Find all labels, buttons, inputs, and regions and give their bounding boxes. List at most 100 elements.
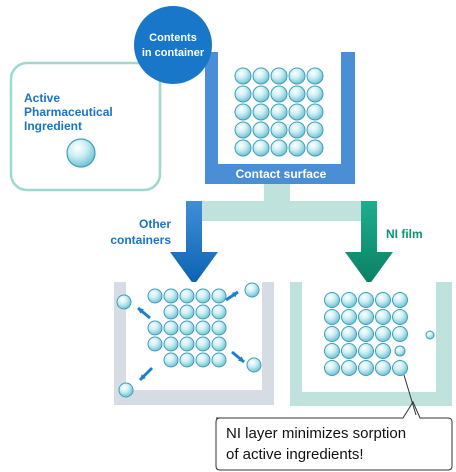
molecule <box>147 336 163 352</box>
callout-text-line1: NI layer minimizes sorption <box>226 425 406 442</box>
contents-label-line2: in container <box>142 47 205 59</box>
migration-arrowhead <box>238 356 244 362</box>
callout-box <box>215 400 453 471</box>
molecule <box>324 292 340 308</box>
molecule <box>324 360 340 376</box>
molecule <box>234 121 252 139</box>
molecule <box>341 343 357 359</box>
molecule <box>252 67 270 85</box>
molecule <box>288 139 306 157</box>
migration-arrows <box>137 290 245 382</box>
molecule <box>375 343 391 359</box>
stray-molecule <box>425 330 435 340</box>
molecule <box>358 326 374 342</box>
molecule <box>306 85 324 103</box>
molecule <box>392 360 408 376</box>
molecule <box>270 139 288 157</box>
molecule <box>306 139 324 157</box>
other-containers-arrow <box>170 201 218 285</box>
molecule <box>288 85 306 103</box>
callout-text-line2: of active ingredients! <box>226 446 364 463</box>
other-label-line1: Other <box>139 217 171 231</box>
molecule <box>341 292 357 308</box>
container-molecule-grid <box>234 67 324 157</box>
molecule <box>211 352 227 368</box>
scattered-molecule <box>244 282 260 298</box>
molecule <box>270 103 288 121</box>
molecule <box>163 288 179 304</box>
molecule <box>392 326 408 342</box>
ni-film-label: NI film <box>386 227 423 241</box>
molecule <box>234 85 252 103</box>
molecule <box>392 292 408 308</box>
contact-surface-label: Contact surface <box>236 167 327 181</box>
molecule <box>270 67 288 85</box>
molecule <box>358 343 374 359</box>
molecule <box>375 326 391 342</box>
molecule <box>234 103 252 121</box>
contents-label-line1: Contents <box>149 32 197 44</box>
molecule <box>195 352 211 368</box>
molecule <box>234 67 252 85</box>
molecule <box>394 345 406 357</box>
molecule <box>234 139 252 157</box>
molecule <box>163 320 179 336</box>
contents-badge <box>134 6 212 84</box>
molecule <box>341 360 357 376</box>
api-label-line1: Active <box>24 91 60 105</box>
molecule <box>195 288 211 304</box>
molecule <box>324 309 340 325</box>
molecule <box>252 121 270 139</box>
molecule <box>147 320 163 336</box>
molecule <box>195 336 211 352</box>
molecule <box>211 288 227 304</box>
ni-film-arrow <box>345 201 393 285</box>
molecule <box>375 309 391 325</box>
contact-stem <box>264 181 290 203</box>
molecule <box>341 309 357 325</box>
molecule <box>270 121 288 139</box>
molecule <box>252 85 270 103</box>
molecule <box>288 121 306 139</box>
other-molecule-grid <box>147 288 227 368</box>
molecule <box>211 304 227 320</box>
molecule <box>306 103 324 121</box>
molecule <box>179 288 195 304</box>
scattered-molecule <box>118 382 134 398</box>
callout-pointer <box>403 374 417 416</box>
molecule <box>324 343 340 359</box>
molecule <box>163 304 179 320</box>
molecule <box>270 85 288 103</box>
molecule <box>252 139 270 157</box>
molecule <box>147 288 163 304</box>
molecule <box>288 67 306 85</box>
molecule <box>306 67 324 85</box>
api-molecule-icon <box>66 138 96 168</box>
molecule <box>195 320 211 336</box>
molecule <box>195 304 211 320</box>
migration-arrowhead <box>138 308 144 314</box>
migration-arrowhead <box>232 292 238 298</box>
scattered-molecules <box>116 282 262 398</box>
api-legend-box <box>9 61 162 192</box>
molecule <box>375 292 391 308</box>
molecule <box>252 103 270 121</box>
api-label-line2: Pharmaceutical <box>24 105 113 119</box>
molecule <box>358 360 374 376</box>
contact-branch <box>186 201 376 221</box>
ni-film-molecule-grid <box>324 292 408 376</box>
molecule <box>179 304 195 320</box>
scattered-molecule <box>246 357 262 373</box>
molecule <box>179 336 195 352</box>
molecule <box>375 360 391 376</box>
molecule <box>288 103 306 121</box>
migration-arrowhead <box>140 374 146 380</box>
molecule <box>324 326 340 342</box>
molecule <box>358 309 374 325</box>
molecule <box>392 309 408 325</box>
molecule <box>306 121 324 139</box>
molecule <box>179 320 195 336</box>
molecule <box>179 352 195 368</box>
molecule <box>163 352 179 368</box>
